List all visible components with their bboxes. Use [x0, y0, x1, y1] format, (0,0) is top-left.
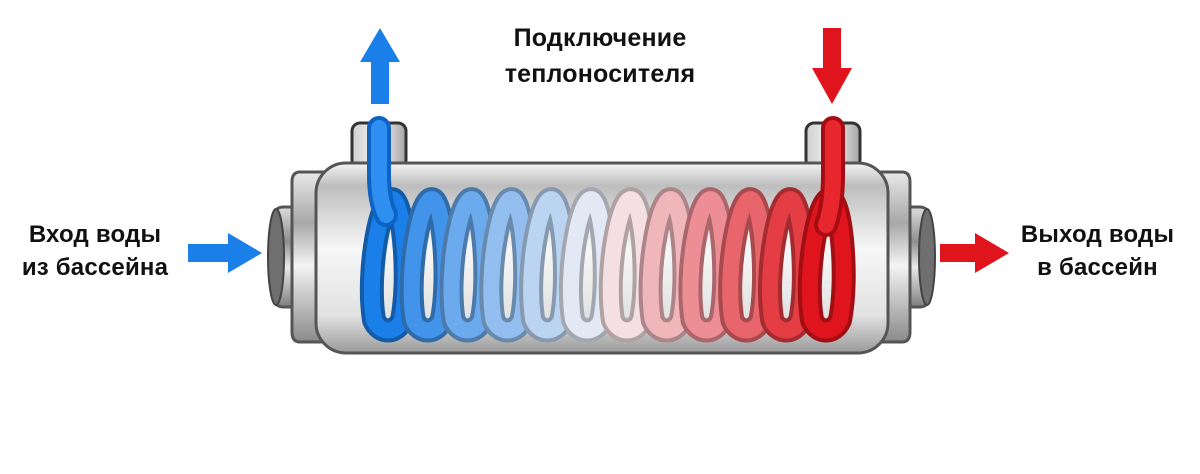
inlet-label-line1: Вход воды — [28, 221, 162, 248]
water-inlet-label: Вход воды из бассейна — [10, 218, 180, 284]
coil-turn-fill-11 — [762, 191, 812, 339]
coil-turn-fill-8 — [642, 191, 693, 339]
coil-turn-fill-2 — [403, 191, 454, 339]
coil-turn-fill-7 — [602, 191, 653, 339]
inlet-label-line2: из бассейна — [21, 254, 169, 281]
coolant-out-arrow — [360, 28, 400, 104]
heating-coil — [359, 187, 856, 343]
coolant-label-line2: теплоносителя — [504, 60, 696, 88]
water-out-arrow — [940, 233, 1009, 273]
water-in-arrow — [188, 233, 262, 273]
coil-turn-fill-9 — [682, 191, 733, 339]
coolant-in-arrow — [812, 28, 852, 104]
coil-turn-fill-10 — [722, 191, 773, 339]
coil-turn-fill-5 — [523, 191, 573, 339]
coolant-connection-label: Подключение теплоносителя — [455, 20, 745, 92]
outlet-label-line1: Выход воды — [1020, 221, 1175, 248]
coil-turn-fill-3 — [443, 191, 494, 339]
coil-turn-fill-4 — [483, 191, 534, 339]
outlet-label-line2: в бассейн — [1037, 254, 1158, 281]
coolant-label-line1: Подключение — [513, 24, 687, 52]
coil-turn-fill-6 — [563, 191, 613, 339]
water-outlet-label: Выход воды в бассейн — [1010, 218, 1185, 284]
coil-turn-fill-1 — [363, 191, 414, 339]
